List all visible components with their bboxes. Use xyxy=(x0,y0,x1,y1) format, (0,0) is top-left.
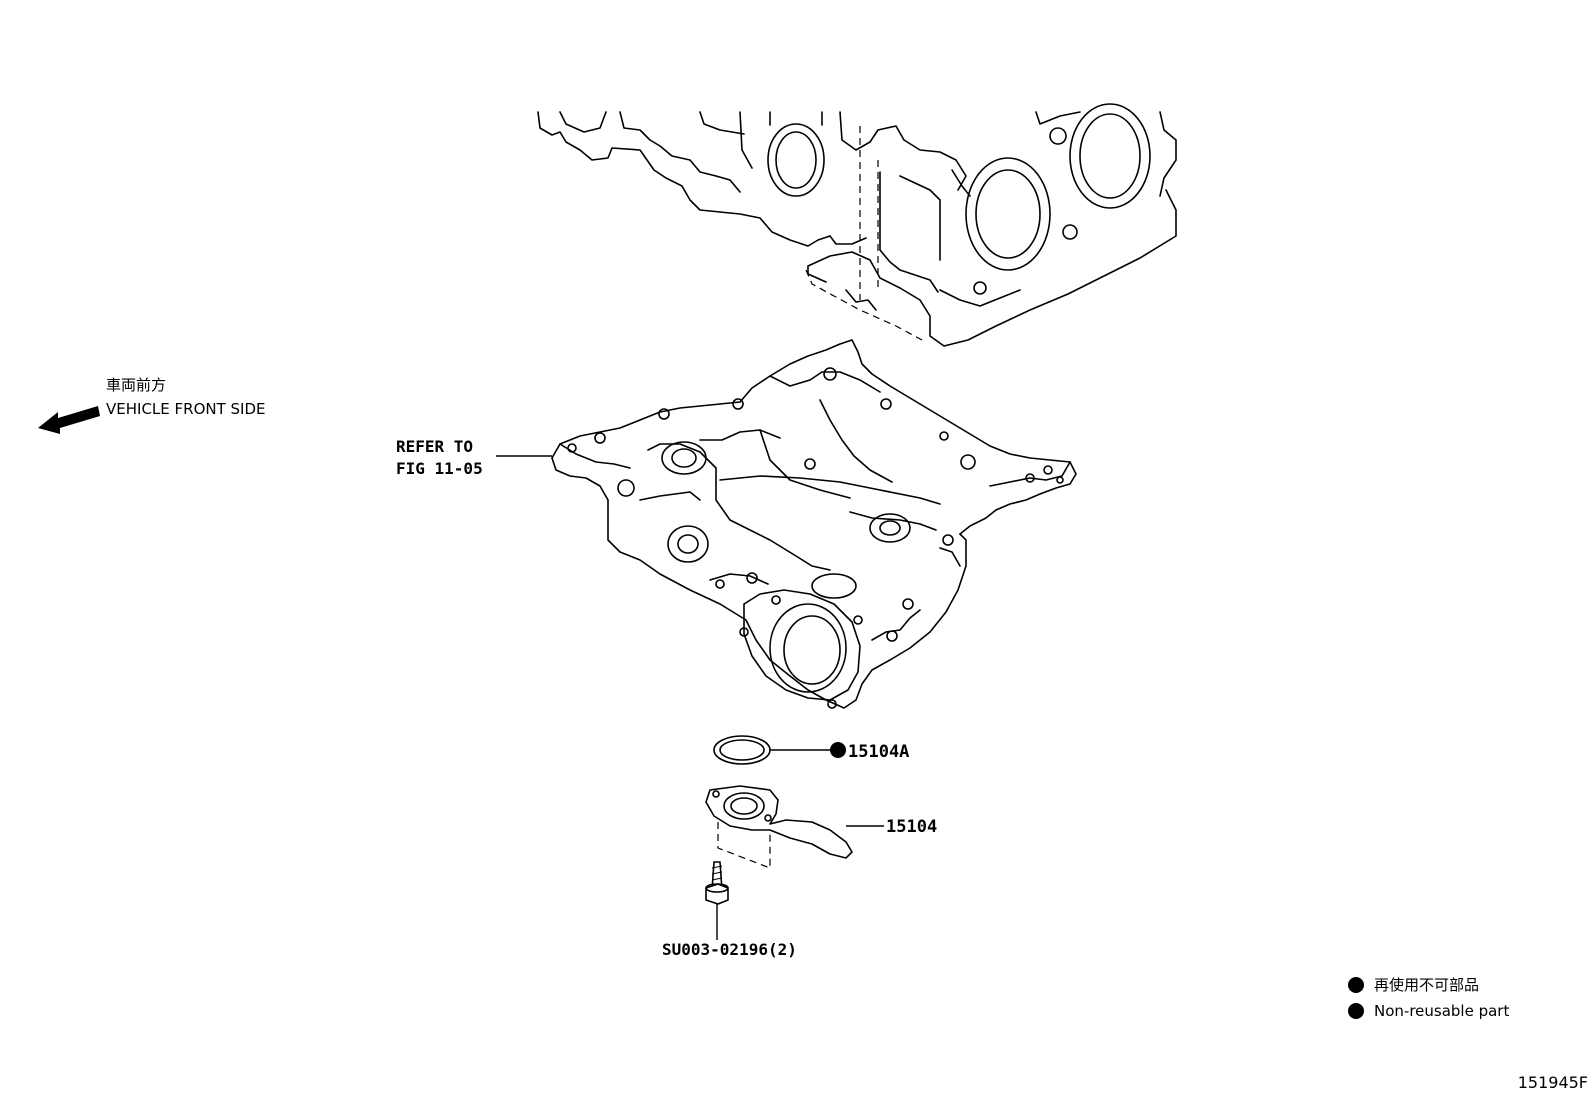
legend-marker-icon xyxy=(1348,977,1364,993)
figure-id: 151945F xyxy=(1518,1073,1588,1092)
legend-label-en: Non-reusable part xyxy=(1374,1002,1509,1020)
oil-pan-illustration xyxy=(551,339,1077,709)
reference-label-line2: FIG 11-05 xyxy=(396,459,483,478)
vehicle-front-label-jp: 車両前方 xyxy=(106,376,166,394)
part-number-bolt: SU003-02196(2) xyxy=(662,940,797,959)
oil-strainer-illustration xyxy=(705,785,853,869)
legend-marker-icon xyxy=(1348,1003,1364,1019)
non-reusable-marker-icon xyxy=(830,742,846,758)
part-number-15104a: 15104A xyxy=(848,742,909,762)
engine-block-illustration xyxy=(537,103,1177,347)
bolt-illustration xyxy=(705,861,729,905)
legend-label-jp: 再使用不可部品 xyxy=(1374,976,1479,994)
reference-label-line1: REFER TO xyxy=(396,437,473,456)
vehicle-front-arrow-icon xyxy=(38,406,100,434)
o-ring-illustration xyxy=(713,735,771,765)
part-number-15104: 15104 xyxy=(886,817,937,837)
vehicle-front-label-en: VEHICLE FRONT SIDE xyxy=(106,400,266,418)
